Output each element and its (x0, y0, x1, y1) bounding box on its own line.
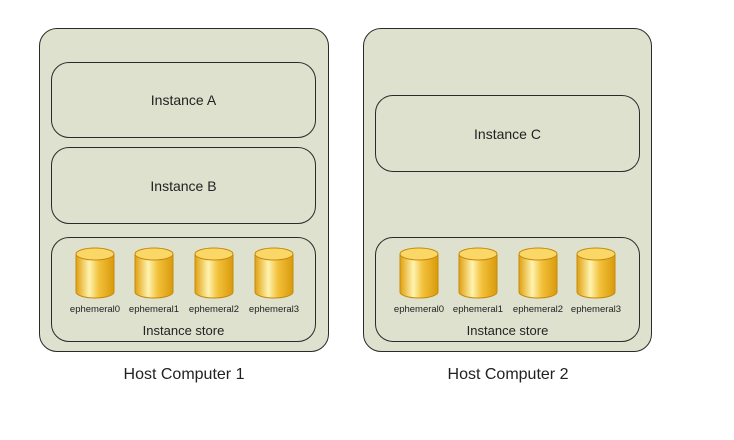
disk-label: ephemeral0 (69, 304, 121, 315)
instance-b-label: Instance B (150, 177, 217, 194)
disk-label: ephemeral3 (570, 304, 622, 315)
disk-label: ephemeral0 (393, 304, 445, 315)
host-computer-1-caption: Host Computer 1 (123, 366, 245, 383)
disk-icon (576, 247, 616, 299)
instance-a: Instance A (51, 62, 316, 138)
disk-icon (75, 247, 115, 299)
disk-icon (194, 247, 234, 299)
disk-label: ephemeral1 (452, 304, 504, 315)
host-computer-2-caption: Host Computer 2 (447, 366, 569, 383)
disk-icon (254, 247, 294, 299)
disk-label: ephemeral3 (248, 304, 300, 315)
instance-store-2: ephemeral0 ephemeral1 ephemeral2 ephemer… (375, 237, 640, 342)
disk-icon (458, 247, 498, 299)
instance-store-label: Instance store (142, 323, 225, 338)
disk-label: ephemeral2 (188, 304, 240, 315)
disk-label: ephemeral2 (512, 304, 564, 315)
disk-icon (399, 247, 439, 299)
disk-icon (134, 247, 174, 299)
disk-icon (518, 247, 558, 299)
instance-a-label: Instance A (150, 92, 217, 108)
instance-c-label: Instance C (474, 125, 541, 142)
instance-c: Instance C (375, 95, 640, 172)
instance-store-1: ephemeral0 ephemeral1 ephemeral2 ephemer… (51, 237, 316, 342)
instance-b: Instance B (51, 147, 316, 224)
instance-store-label: Instance store (466, 323, 549, 338)
disk-label: ephemeral1 (128, 304, 180, 315)
